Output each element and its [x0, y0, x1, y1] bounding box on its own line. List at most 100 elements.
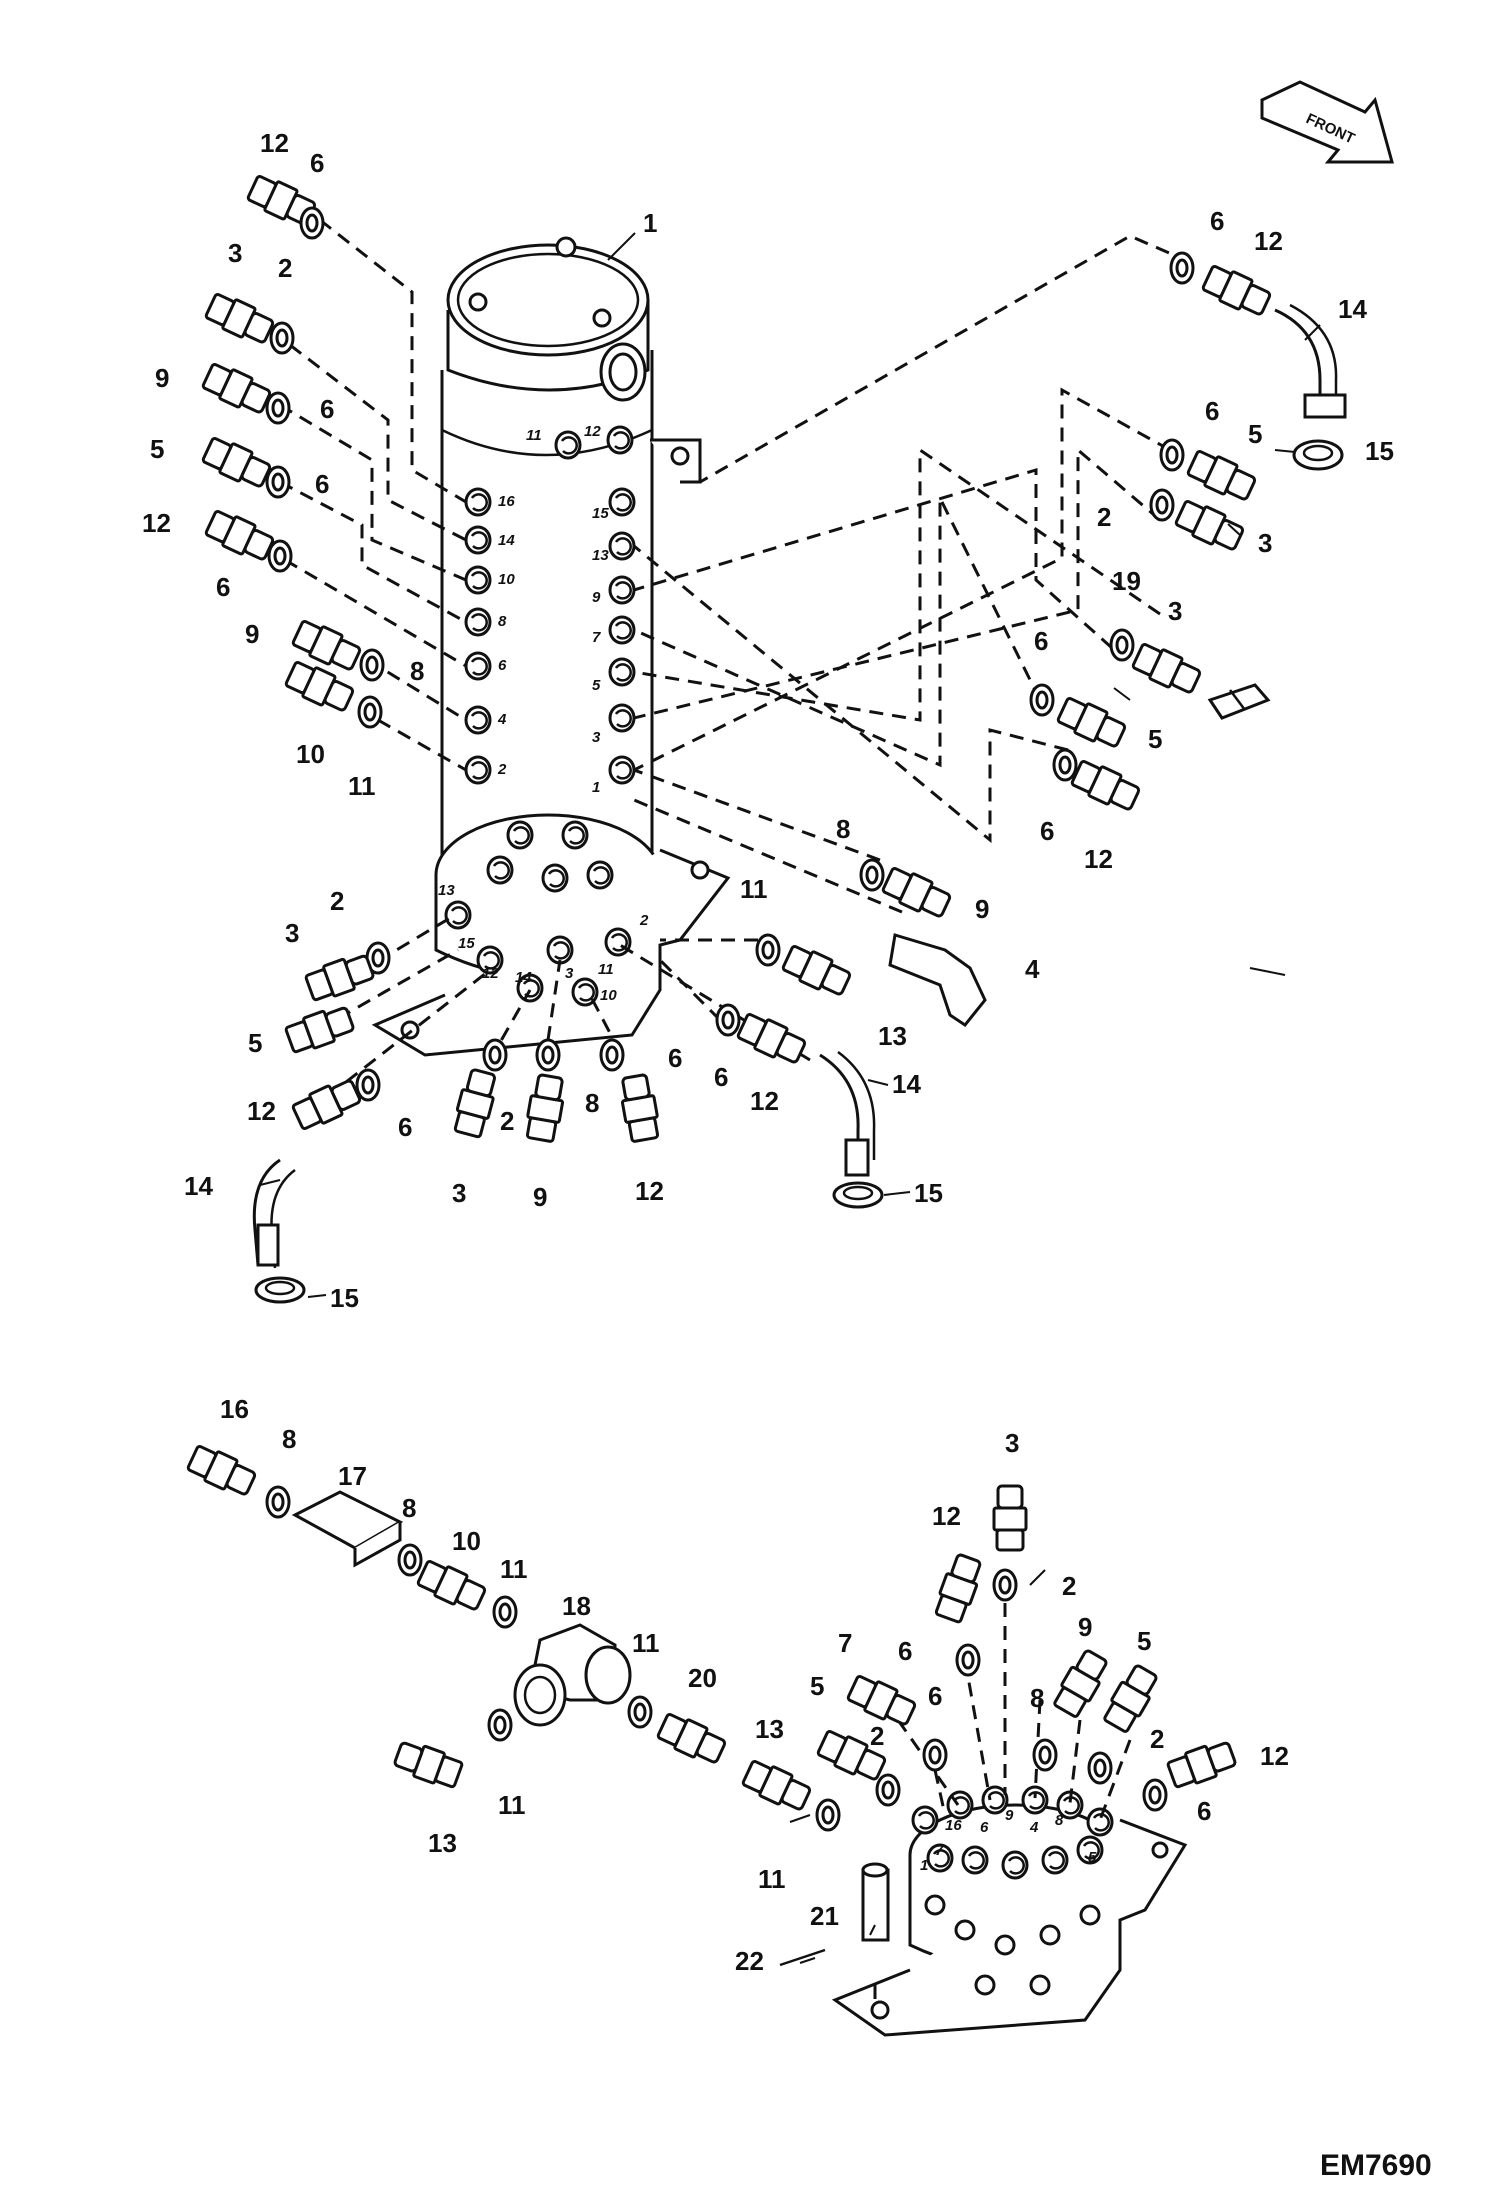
callout: 12 [750, 1086, 779, 1116]
callout: 10 [452, 1526, 481, 1556]
port-label: 1 [592, 779, 600, 796]
callout: 8 [402, 1493, 416, 1523]
callout: 11 [498, 1790, 526, 1820]
port-label: 10 [600, 987, 617, 1004]
callout: 2 [330, 886, 344, 916]
callouts-lower: 16 8 17 8 10 11 18 11 20 13 11 11 13 3 1… [220, 1394, 1289, 1976]
callout: 8 [836, 814, 850, 844]
port-label: 1 [920, 1857, 928, 1874]
callout: 11 [632, 1628, 660, 1658]
port-label: 11 [598, 961, 614, 978]
callout: 11 [740, 874, 768, 904]
callout: 5 [248, 1028, 262, 1058]
assembly-lines-upper [279, 218, 1191, 1112]
port-label: 9 [1005, 1807, 1014, 1824]
port-label: 15 [592, 505, 609, 522]
callout: 6 [320, 394, 334, 424]
port-label: 2 [497, 761, 507, 778]
callout: 22 [735, 1946, 764, 1976]
callout: 12 [635, 1176, 664, 1206]
callout: 20 [688, 1663, 717, 1693]
callout: 12 [1260, 1741, 1289, 1771]
port-label: 5 [1088, 1849, 1097, 1866]
port-label: 3 [565, 965, 574, 982]
callout: 19 [1112, 566, 1141, 596]
callout: 12 [1254, 226, 1283, 256]
callout: 9 [245, 619, 259, 649]
port-label: 6 [498, 657, 507, 674]
port-label: 2 [639, 912, 649, 929]
lower-rotor-base [831, 1803, 1188, 2037]
port-label: 11 [526, 427, 542, 444]
base-fittings [252, 933, 884, 1304]
callout: 6 [315, 469, 329, 499]
callout: 17 [338, 1461, 367, 1491]
drawing-id: EM7690 [1320, 2149, 1432, 2182]
column-port-numbers: 11 12 16 14 10 8 6 4 2 15 13 9 7 5 3 1 1… [438, 423, 649, 1004]
callout: 9 [155, 363, 169, 393]
port-label: 6 [980, 1819, 989, 1836]
callout: 2 [1097, 502, 1111, 532]
lower-port-numbers: 16 6 9 4 8 7 1 5 [920, 1807, 1097, 1874]
callout: 3 [285, 918, 299, 948]
callout: 5 [150, 434, 164, 464]
callout: 13 [755, 1714, 784, 1744]
callout: 5 [1137, 1626, 1151, 1656]
callout: 6 [1210, 206, 1224, 236]
callout: 8 [410, 656, 424, 686]
callout: 12 [142, 508, 171, 538]
callout: 1 [643, 208, 657, 238]
callout: 6 [1205, 396, 1219, 426]
callout: 13 [878, 1021, 907, 1051]
port-label: 7 [592, 629, 601, 646]
callout: 12 [1084, 844, 1113, 874]
callout: 12 [932, 1501, 961, 1531]
callout: 11 [758, 1864, 786, 1894]
callout: 12 [247, 1096, 276, 1126]
port-label: 13 [592, 547, 609, 564]
callout: 9 [1078, 1612, 1092, 1642]
port-label: 5 [592, 677, 601, 694]
callout: 5 [810, 1671, 824, 1701]
port-label: 12 [584, 423, 601, 440]
upper-right-fittings [859, 251, 1347, 1028]
callout: 8 [282, 1424, 296, 1454]
port-label: 14 [498, 532, 515, 549]
callout: 6 [668, 1043, 682, 1073]
callout: 6 [398, 1112, 412, 1142]
callout: 6 [714, 1062, 728, 1092]
callout: 7 [838, 1628, 852, 1658]
callout: 3 [452, 1178, 466, 1208]
callout: 3 [1168, 596, 1182, 626]
port-label: 15 [458, 935, 475, 952]
front-direction-arrow: FRONT [1260, 80, 1394, 164]
port-label: 3 [592, 729, 601, 746]
lower-tee-assembly [184, 1441, 841, 1832]
callout: 15 [914, 1178, 943, 1208]
port-label: 4 [497, 711, 507, 728]
port-label: 8 [1055, 1812, 1064, 1829]
callout: 6 [1034, 626, 1048, 656]
callouts-upper: 1 12 6 3 2 9 6 5 6 12 6 9 8 10 11 6 12 1… [142, 128, 1394, 1313]
leader-lines [259, 232, 1321, 1964]
callout: 18 [562, 1591, 591, 1621]
callout: 8 [1030, 1683, 1044, 1713]
callout: 14 [1338, 294, 1367, 324]
callout: 6 [216, 572, 230, 602]
callout: 5 [1248, 419, 1262, 449]
callout: 2 [278, 253, 292, 283]
callout: 21 [810, 1901, 839, 1931]
callout: 15 [1365, 436, 1394, 466]
callout: 2 [1062, 1571, 1076, 1601]
callout: 6 [1040, 816, 1054, 846]
callout: 12 [260, 128, 289, 158]
callout: 15 [330, 1283, 359, 1313]
callout: 8 [585, 1088, 599, 1118]
callout: 3 [228, 238, 242, 268]
callout: 5 [1148, 724, 1162, 754]
callout: 9 [533, 1182, 547, 1212]
callout: 6 [928, 1681, 942, 1711]
port-label: 4 [1029, 1819, 1039, 1836]
port-label: 14 [515, 969, 532, 986]
